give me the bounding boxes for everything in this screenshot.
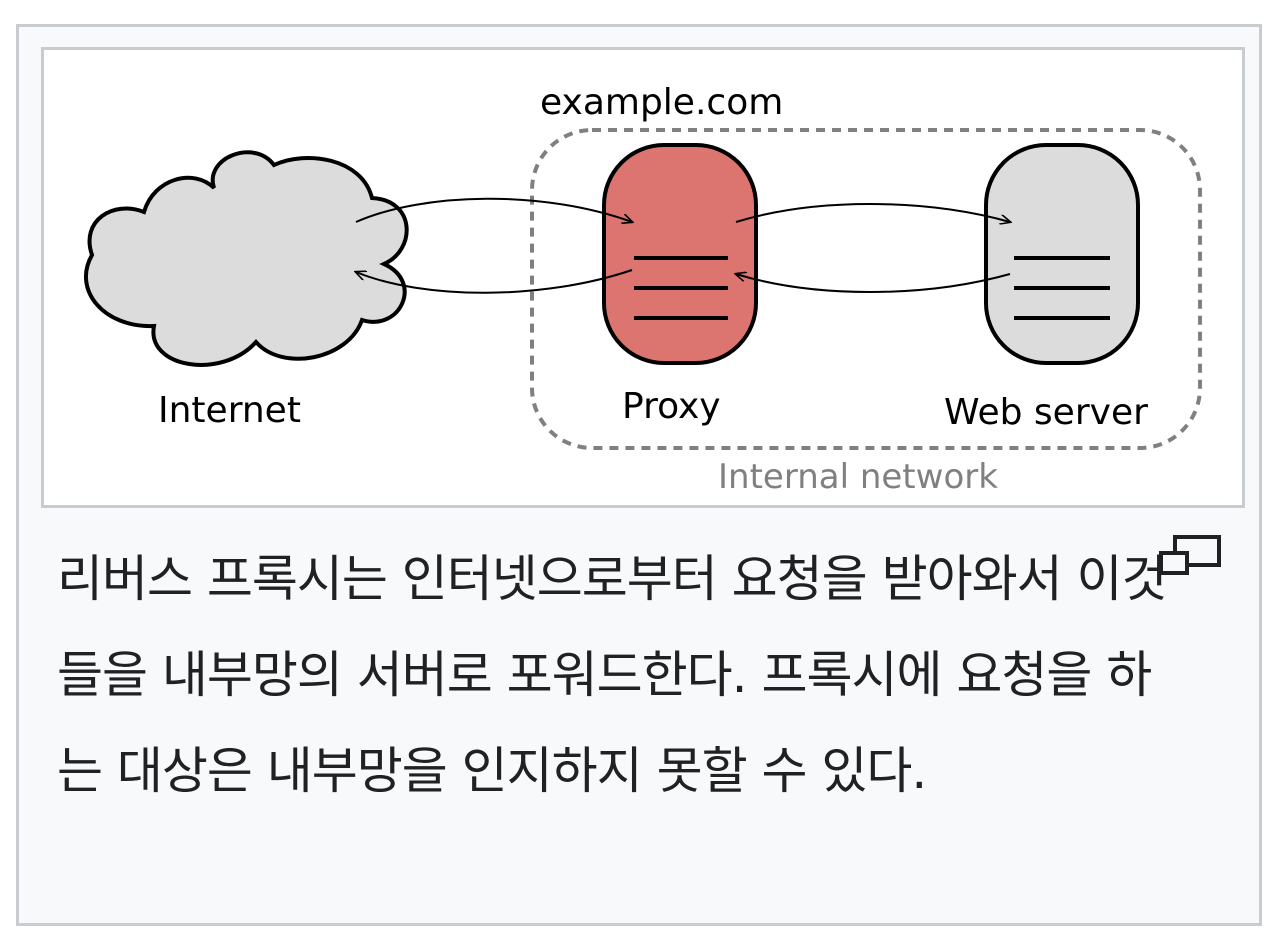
internal-network-boundary xyxy=(530,128,1202,450)
webserver-label: Web server xyxy=(944,392,1148,433)
figure-thumbnail: example.com Internet Proxy Web server In… xyxy=(16,24,1262,926)
proxy-label: Proxy xyxy=(622,386,721,427)
internet-cloud-icon xyxy=(84,150,409,367)
magnify-clip-icon[interactable] xyxy=(1157,535,1225,585)
figure-caption: 리버스 프록시는 인터넷으로부터 요청을 받아와서 이것들을 내부망의 서버로 … xyxy=(57,550,1167,800)
internet-label: Internet xyxy=(158,390,301,431)
diagram-image[interactable]: example.com Internet Proxy Web server In… xyxy=(41,47,1245,508)
web-server-icon xyxy=(984,143,1140,365)
arrow-proxy-to-internet xyxy=(356,269,633,294)
reverse-proxy-diagram: example.com Internet Proxy Web server In… xyxy=(84,82,1202,497)
internal-network-label: Internal network xyxy=(718,457,998,497)
arrow-internet-to-proxy xyxy=(355,197,632,222)
proxy-server-icon xyxy=(602,143,758,365)
domain-label: example.com xyxy=(540,82,783,123)
arrow-proxy-to-server xyxy=(735,203,1010,222)
arrow-server-to-proxy xyxy=(736,274,1011,293)
